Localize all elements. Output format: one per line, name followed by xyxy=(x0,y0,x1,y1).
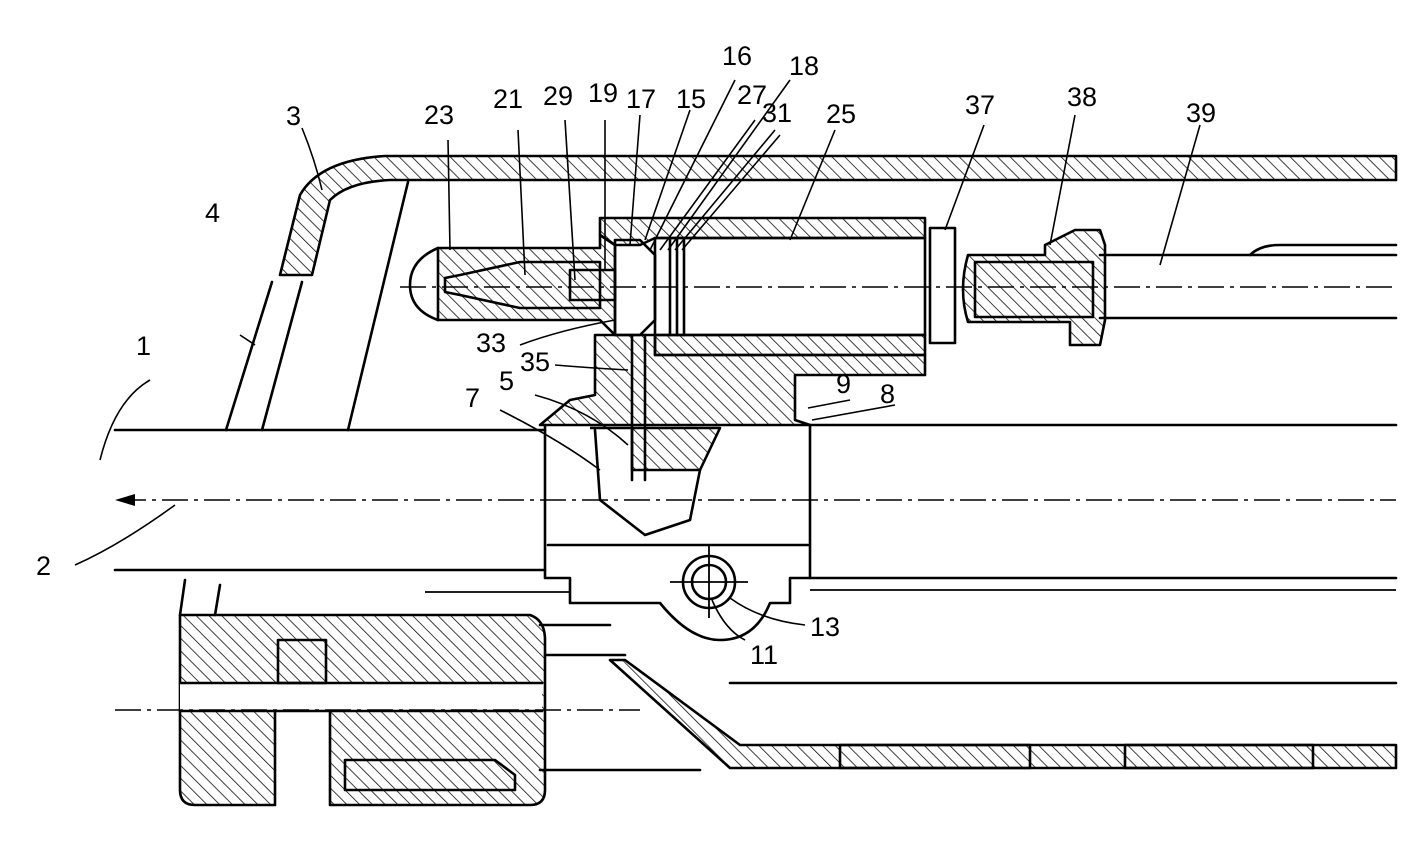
label-25: 25 xyxy=(826,99,856,129)
label-21: 21 xyxy=(493,84,523,114)
label-33: 33 xyxy=(476,328,506,358)
label-23: 23 xyxy=(424,100,454,130)
label-7: 7 xyxy=(465,383,480,413)
label-2: 2 xyxy=(36,551,51,581)
label-16: 16 xyxy=(722,41,752,71)
label-3: 3 xyxy=(286,101,301,131)
label-31: 31 xyxy=(762,98,792,128)
lower-hub xyxy=(115,578,640,807)
label-1: 1 xyxy=(136,331,151,361)
label-37: 37 xyxy=(965,90,995,120)
leader-lines xyxy=(74,79,1201,641)
label-39: 39 xyxy=(1186,98,1216,128)
label-18: 18 xyxy=(789,51,819,81)
label-29: 29 xyxy=(543,81,573,111)
reference-labels: 1 2 3 4 5 7 8 9 11 13 15 16 17 18 19 21 … xyxy=(36,41,1216,670)
block xyxy=(538,333,927,427)
label-11: 11 xyxy=(750,640,778,670)
label-19: 19 xyxy=(588,78,618,108)
main-tube xyxy=(113,423,1398,593)
label-38: 38 xyxy=(1067,82,1097,112)
pipe xyxy=(1098,243,1398,320)
nozzle xyxy=(408,233,657,337)
label-9: 9 xyxy=(836,369,851,399)
lower-housing xyxy=(538,623,1398,772)
label-27: 27 xyxy=(737,80,767,110)
flange xyxy=(928,226,957,345)
label-17: 17 xyxy=(626,84,656,114)
label-35: 35 xyxy=(520,347,550,377)
clamp-body xyxy=(543,423,812,642)
label-5: 5 xyxy=(499,366,514,396)
housing-wall xyxy=(224,154,1398,432)
label-8: 8 xyxy=(880,379,895,409)
label-13: 13 xyxy=(810,612,840,642)
cylinder xyxy=(598,216,927,337)
label-15: 15 xyxy=(676,84,706,114)
label-4: 4 xyxy=(205,198,220,228)
